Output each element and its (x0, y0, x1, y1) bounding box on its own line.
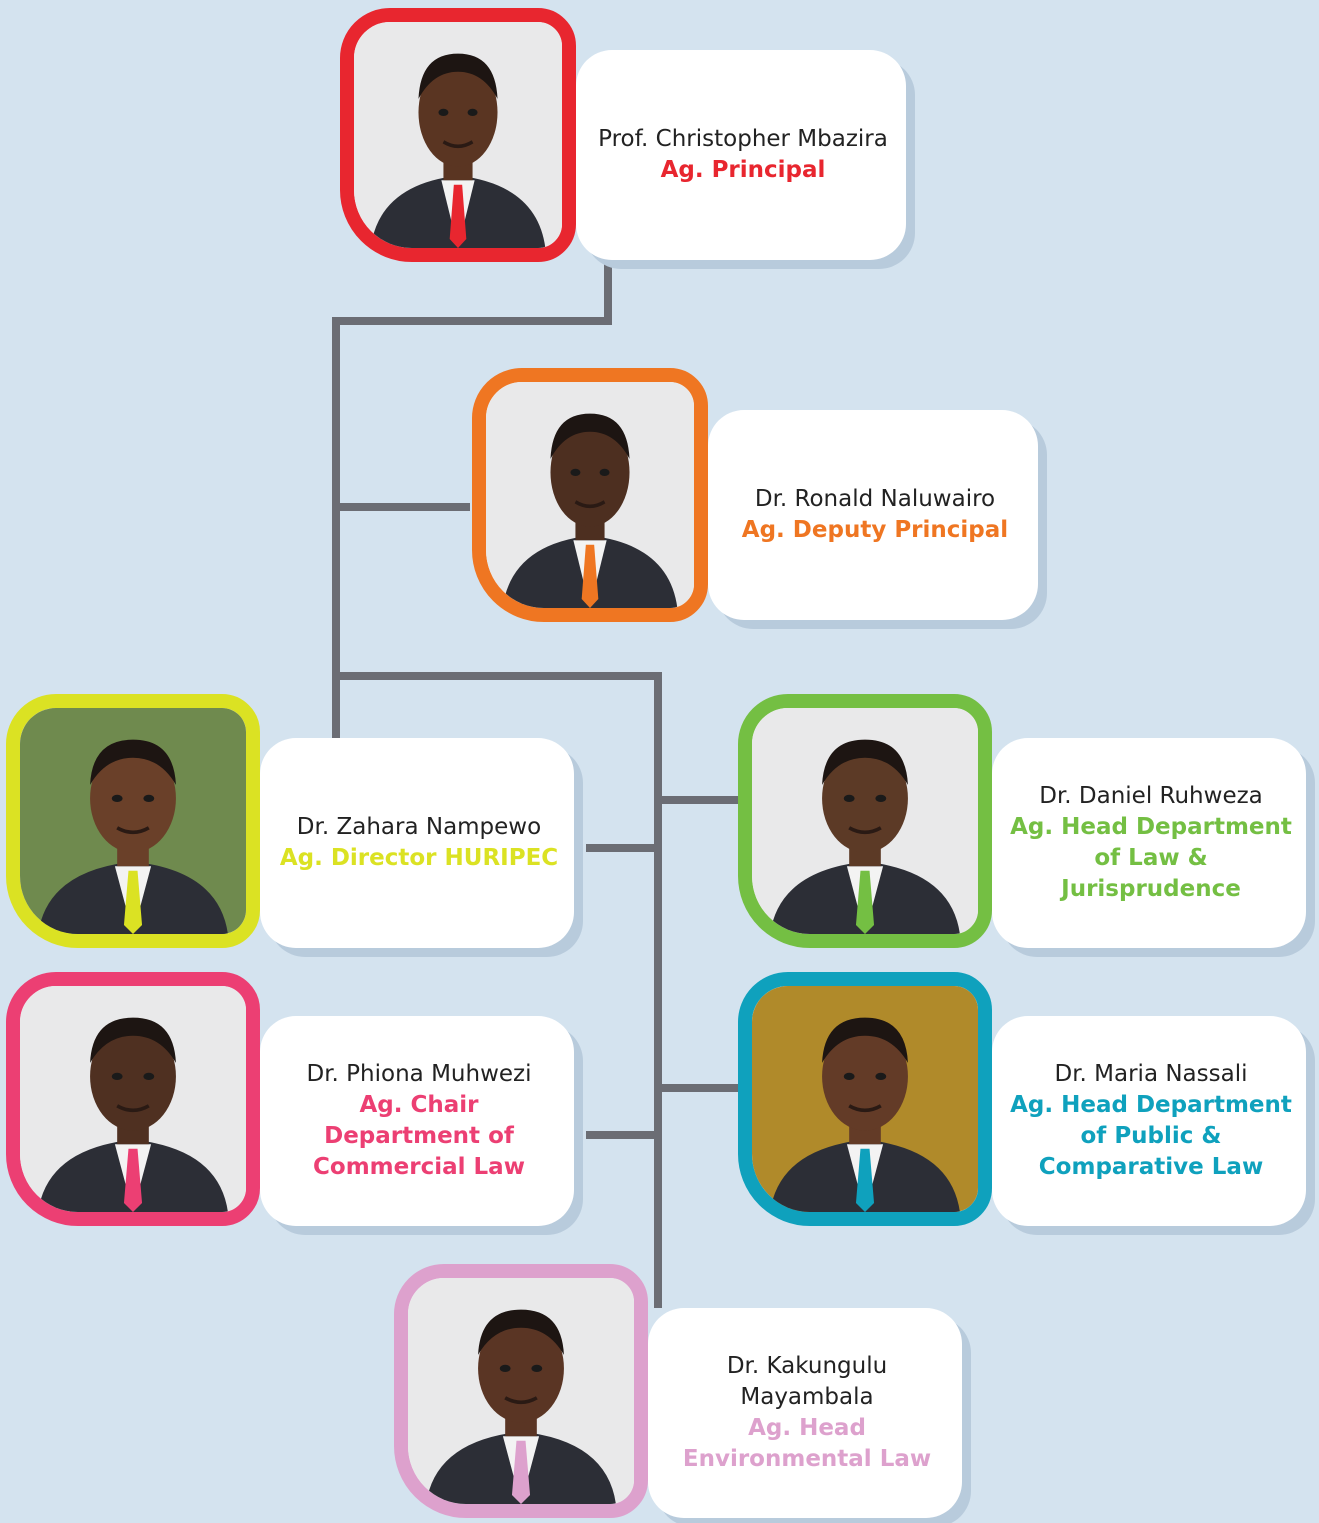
person-name: Dr. Daniel Ruhweza (1039, 783, 1263, 809)
person-photo (738, 972, 992, 1226)
connector-departments (336, 672, 662, 1308)
person-role: Ag. Head Environmental Law (682, 1415, 932, 1472)
person-name: Dr. Kakungulu Mayambala (726, 1353, 888, 1410)
person-photo (738, 694, 992, 948)
connector-principal (332, 262, 612, 740)
person-photo (340, 8, 576, 262)
person-role: Ag. Head Department of Law & Jurispruden… (1010, 814, 1292, 902)
person-role: Ag. Chair Department of Commercial Law (313, 1092, 525, 1180)
person-name: Dr. Zahara Nampewo (296, 814, 542, 840)
person-name: Prof. Christopher Mbazira (598, 126, 888, 152)
person-photo (394, 1264, 648, 1518)
person-role: Ag. Director HURIPEC (279, 845, 559, 871)
person-photo (6, 694, 260, 948)
person-role: Ag. Head Department of Public & Comparat… (1010, 1092, 1292, 1180)
person-name: Dr. Phiona Muhwezi (306, 1061, 532, 1087)
person-role: Ag. Deputy Principal (741, 517, 1009, 543)
person-photo (472, 368, 708, 622)
person-name: Dr. Maria Nassali (1054, 1061, 1248, 1087)
person-name: Dr. Ronald Naluwairo (754, 486, 996, 512)
person-role: Ag. Principal (660, 157, 826, 183)
person-photo (6, 972, 260, 1226)
